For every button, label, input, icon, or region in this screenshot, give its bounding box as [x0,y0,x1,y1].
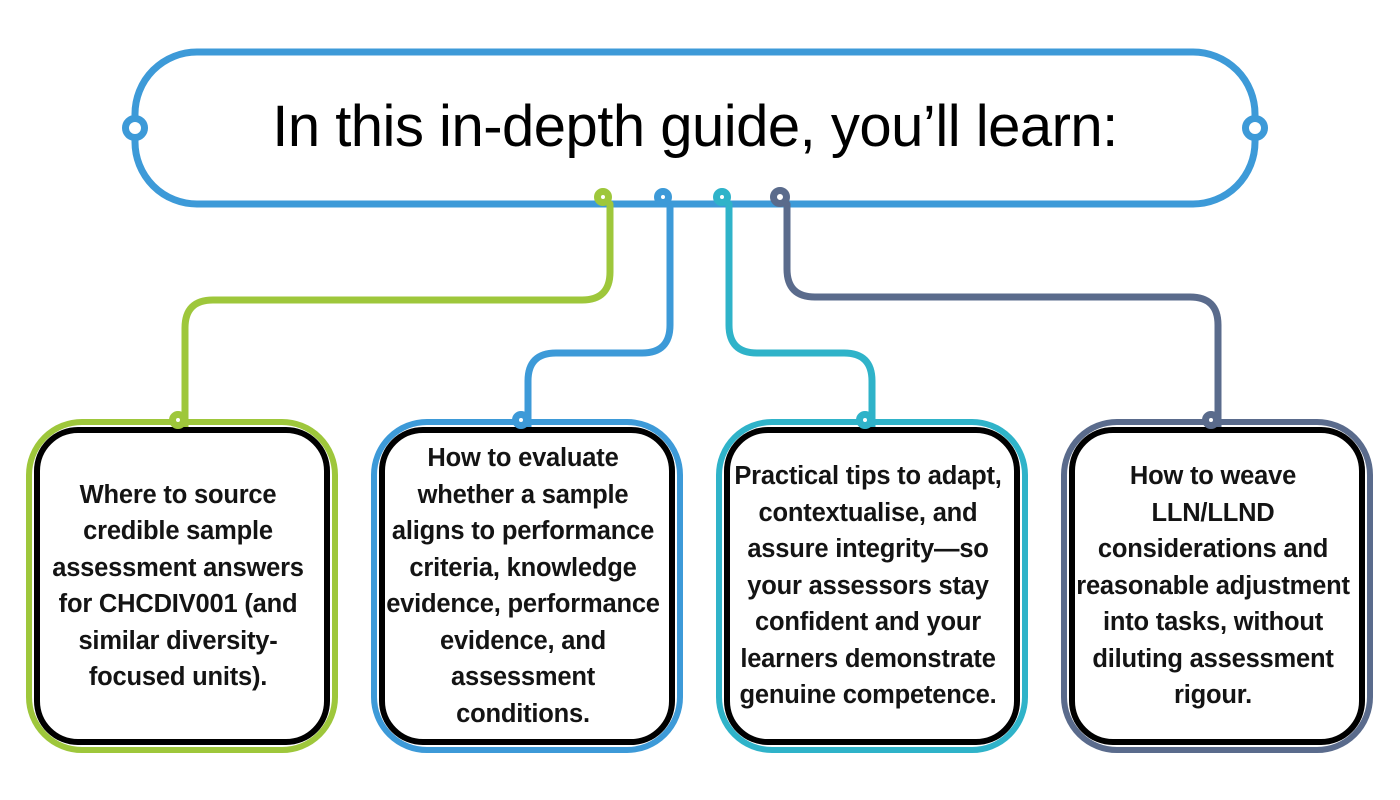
hub-node-green[interactable] [594,188,612,206]
connector-path-teal [725,200,876,431]
card-2-node[interactable] [512,411,530,429]
pill-left-node [122,115,148,141]
card-2-text: How to evaluate whether a sample aligns … [386,444,660,728]
guide-point-card-2[interactable]: How to evaluate whether a sample aligns … [371,419,683,753]
card-2-body: How to evaluate whether a sample aligns … [386,439,663,733]
card-3-text: Practical tips to adapt, contextualise, … [734,462,1002,710]
card-1-body: Where to source credible sample assessme… [46,439,318,733]
card-4-body: How to weave LLN/LLND considerations and… [1076,439,1353,733]
guide-point-card-1[interactable]: Where to source credible sample assessme… [26,419,338,753]
guide-point-card-3[interactable]: Practical tips to adapt, contextualise, … [716,419,1028,753]
card-1-node[interactable] [169,411,187,429]
card-4-node[interactable] [1202,411,1220,429]
pill-right-node [1242,115,1268,141]
card-3-body: Practical tips to adapt, contextualise, … [734,439,1008,733]
card-4-text: How to weave LLN/LLND considerations and… [1076,462,1350,710]
connector-path-green [181,200,614,431]
connector-path-slate [783,200,1222,431]
hub-node-blue[interactable] [654,188,672,206]
hub-node-slate[interactable] [770,187,790,207]
guide-point-card-4[interactable]: How to weave LLN/LLND considerations and… [1061,419,1373,753]
connector-path-blue [524,200,674,431]
card-3-node[interactable] [856,411,874,429]
title-pill-outline [131,48,1259,208]
card-1-text: Where to source credible sample assessme… [52,480,304,692]
hub-node-teal[interactable] [713,188,731,206]
